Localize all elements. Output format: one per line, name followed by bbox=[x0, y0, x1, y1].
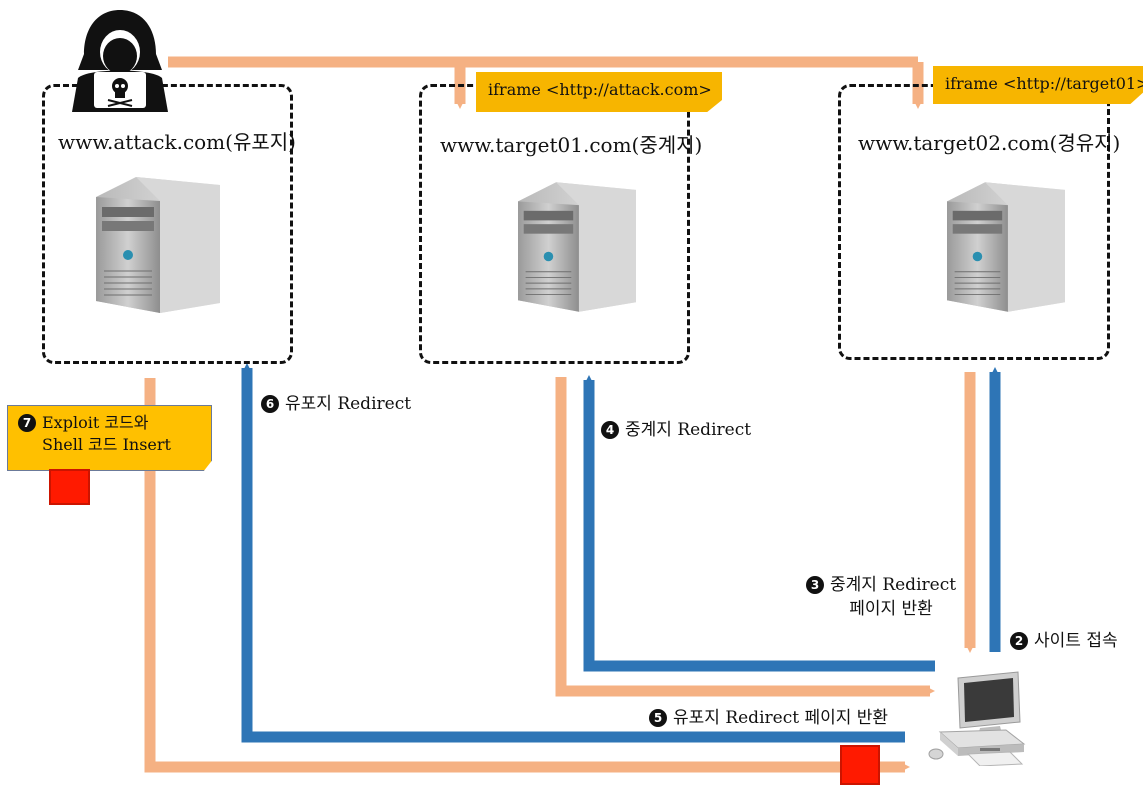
step-number-badge: 7 bbox=[18, 414, 36, 432]
step7-text-line1: Exploit 코드와 bbox=[42, 413, 149, 432]
step-number-badge: 4 bbox=[601, 421, 619, 439]
step3-label: 3 중계지 Redirect 페이지 반환 bbox=[806, 573, 956, 621]
arrow-step6 bbox=[241, 363, 905, 743]
desktop-pc-icon bbox=[928, 671, 1026, 766]
step5-label: 5 유포지 Redirect 페이지 반환 bbox=[649, 703, 888, 728]
step3-text-line2: 페이지 반환 bbox=[849, 599, 933, 619]
top-orange-arrow bbox=[168, 56, 924, 109]
step2-label: 2 사이트 접속 bbox=[1010, 626, 1118, 651]
server-tower-icon bbox=[518, 182, 636, 312]
step5-text: 유포지 Redirect 페이지 반환 bbox=[673, 708, 889, 728]
step6-label: 6 유포지 Redirect bbox=[261, 389, 411, 414]
step-number-badge: 3 bbox=[806, 576, 824, 594]
payload-square-icon bbox=[49, 469, 90, 505]
payload-square-icon bbox=[840, 745, 880, 785]
iframe-note-target01: iframe <http://attack.com> bbox=[476, 72, 722, 112]
step6-text: 유포지 Redirect bbox=[285, 394, 412, 414]
server-title-target01: www.target01.com(중계지) bbox=[440, 133, 703, 157]
server-title-target02: www.target02.com(경유지) bbox=[858, 131, 1121, 155]
arrow-step5 bbox=[555, 377, 935, 697]
arrow-step4 bbox=[583, 375, 935, 672]
step-number-badge: 2 bbox=[1010, 632, 1028, 650]
iframe-note-target02: iframe <http://target01> bbox=[933, 66, 1143, 104]
hacker-icon bbox=[72, 10, 168, 112]
step3-text-line1: 중계지 Redirect bbox=[830, 575, 957, 595]
arrow-step7 bbox=[144, 378, 910, 773]
server-tower-icon bbox=[947, 182, 1065, 312]
step4-text: 중계지 Redirect bbox=[625, 420, 752, 440]
step2-text: 사이트 접속 bbox=[1034, 631, 1118, 651]
server-tower-icon bbox=[96, 177, 220, 313]
server-box-attack bbox=[42, 84, 293, 364]
step7-sticky-note: 7 Exploit 코드와 Shell 코드 Insert bbox=[7, 405, 212, 471]
server-title-attack: www.attack.com(유포지) bbox=[58, 130, 296, 154]
step4-label: 4 중계지 Redirect bbox=[601, 415, 751, 440]
step-number-badge: 5 bbox=[649, 709, 667, 727]
step7-text-line2: Shell 코드 Insert bbox=[42, 435, 171, 454]
step-number-badge: 6 bbox=[261, 395, 279, 413]
